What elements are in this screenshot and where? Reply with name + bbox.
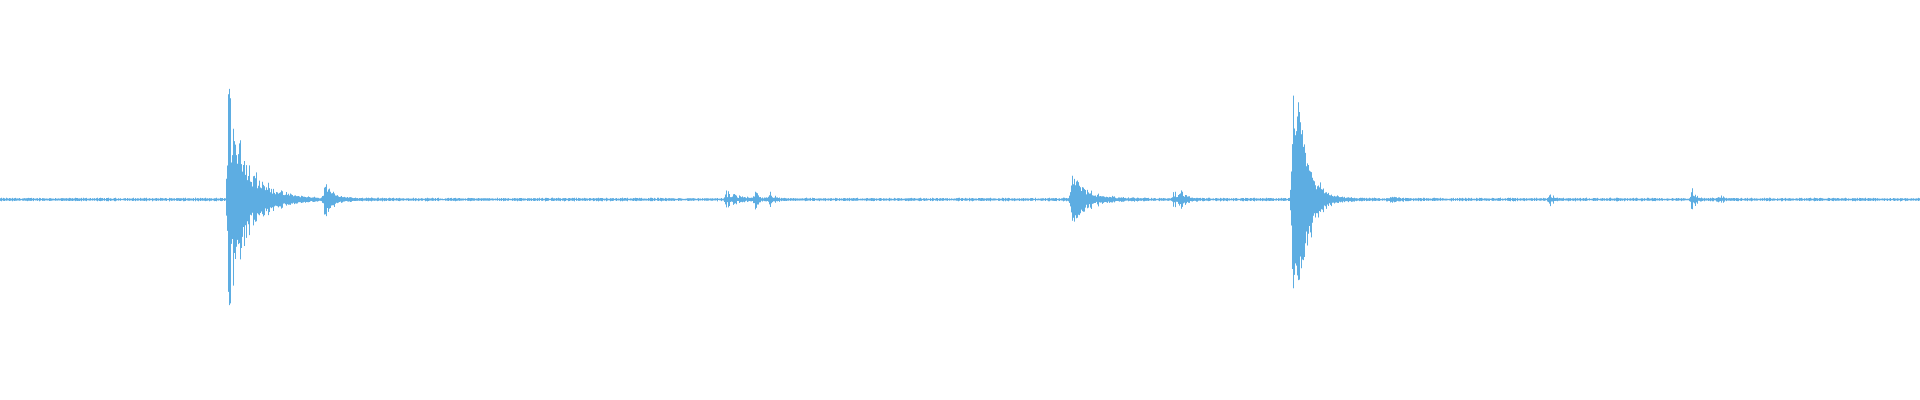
waveform-trace <box>0 88 1920 306</box>
waveform-amplitude-path <box>0 88 1920 306</box>
